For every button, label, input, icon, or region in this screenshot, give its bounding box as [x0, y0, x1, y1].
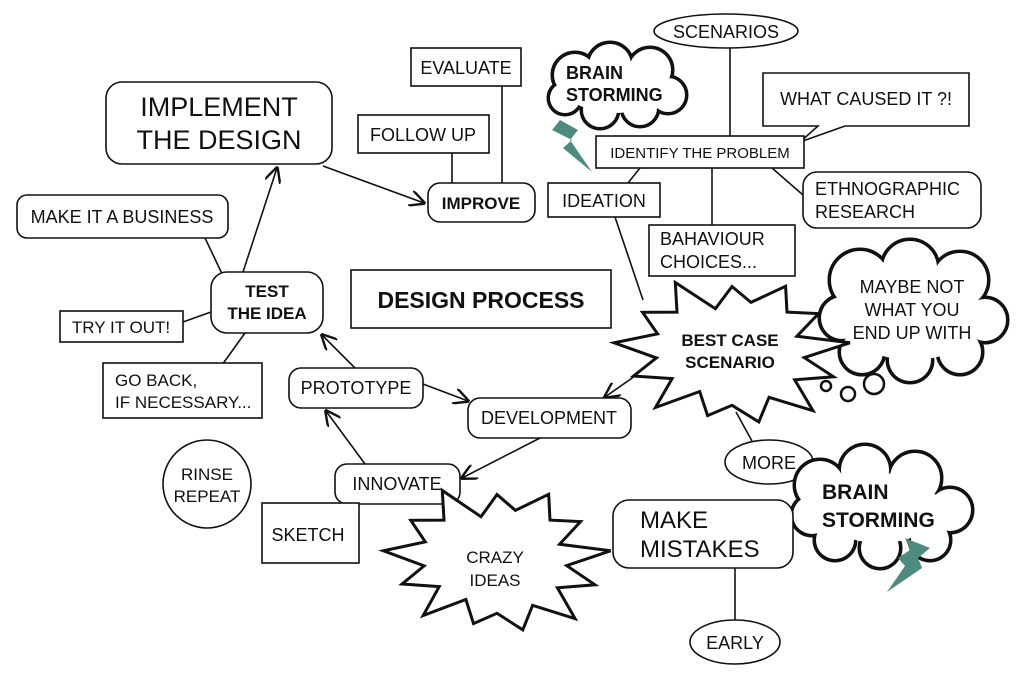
node-identify-problem: IDENTIFY THE PROBLEM: [595, 135, 805, 169]
svg-text:MAKE: MAKE: [640, 507, 708, 534]
svg-text:PROTOTYPE: PROTOTYPE: [301, 378, 412, 398]
node-development: DEVELOPMENT: [467, 397, 632, 439]
svg-text:SCENARIOS: SCENARIOS: [673, 22, 779, 42]
node-sketch: SKETCH: [261, 502, 360, 564]
svg-text:GO BACK,: GO BACK,: [115, 371, 197, 390]
node-ethnographic: ETHNOGRAPHIC RESEARCH: [802, 171, 982, 229]
node-behaviour: BAHAVIOUR CHOICES...: [648, 224, 796, 277]
node-innovate: INNOVATE: [334, 463, 461, 505]
brainstorm-cloud-bottom: BRAIN STORMING: [789, 442, 975, 592]
node-best-case: BEST CASE SCENARIO: [608, 279, 851, 425]
svg-text:MORE: MORE: [742, 453, 796, 473]
brainstorm-cloud-top: BRAIN STORMING: [546, 40, 689, 172]
node-rinse-repeat: RINSE REPEAT: [162, 439, 252, 529]
svg-text:EARLY: EARLY: [706, 633, 764, 653]
svg-text:MAYBE NOT: MAYBE NOT: [860, 277, 965, 297]
svg-text:IDENTIFY THE PROBLEM: IDENTIFY THE PROBLEM: [610, 145, 789, 162]
node-scenarios: SCENARIOS: [653, 13, 799, 49]
svg-text:IMPLEMENT: IMPLEMENT: [140, 92, 298, 122]
node-go-back: GO BACK, IF NECESSARY...: [102, 362, 263, 419]
svg-text:WHAT CAUSED IT ?!: WHAT CAUSED IT ?!: [780, 89, 952, 109]
svg-text:SCENARIO: SCENARIO: [685, 353, 775, 372]
node-try-it-out: TRY IT OUT!: [59, 310, 184, 343]
svg-text:WHAT YOU: WHAT YOU: [864, 300, 959, 320]
svg-text:DEVELOPMENT: DEVELOPMENT: [481, 408, 617, 428]
svg-text:THE IDEA: THE IDEA: [227, 304, 306, 323]
svg-text:STORMING: STORMING: [822, 509, 935, 532]
svg-text:END UP WITH: END UP WITH: [853, 323, 972, 343]
svg-text:STORMING: STORMING: [566, 85, 663, 105]
svg-text:BRAIN: BRAIN: [566, 63, 623, 83]
svg-text:BEST CASE: BEST CASE: [681, 331, 778, 350]
svg-text:BRAIN: BRAIN: [822, 481, 889, 504]
svg-text:FOLLOW UP: FOLLOW UP: [370, 125, 476, 145]
svg-text:TRY IT OUT!: TRY IT OUT!: [72, 318, 170, 337]
svg-text:EVALUATE: EVALUATE: [420, 58, 511, 78]
svg-text:BAHAVIOUR: BAHAVIOUR: [660, 229, 765, 249]
connectors: [182, 48, 804, 620]
svg-text:REPEAT: REPEAT: [174, 487, 241, 506]
svg-text:ETHNOGRAPHIC: ETHNOGRAPHIC: [815, 179, 960, 199]
svg-text:IDEAS: IDEAS: [469, 571, 520, 590]
svg-text:CRAZY: CRAZY: [466, 548, 524, 567]
node-crazy-ideas: CRAZY IDEAS: [378, 487, 612, 633]
svg-text:TEST: TEST: [245, 282, 289, 301]
node-prototype: PROTOTYPE: [288, 367, 424, 409]
svg-text:THE DESIGN: THE DESIGN: [136, 125, 301, 155]
svg-text:IF NECESSARY...: IF NECESSARY...: [115, 393, 251, 412]
svg-text:MAKE IT A BUSINESS: MAKE IT A BUSINESS: [31, 207, 214, 227]
svg-text:IDEATION: IDEATION: [562, 191, 646, 211]
lightning-icon: [552, 120, 592, 172]
lightning-icon: [887, 538, 930, 592]
node-follow-up: FOLLOW UP: [357, 114, 490, 154]
node-implement: IMPLEMENT THE DESIGN: [105, 81, 333, 165]
node-what-caused: WHAT CAUSED IT ?!: [762, 72, 970, 143]
svg-text:RINSE: RINSE: [181, 465, 233, 484]
svg-text:CHOICES...: CHOICES...: [660, 252, 757, 272]
node-make-it-a-business: MAKE IT A BUSINESS: [16, 194, 229, 239]
svg-text:RESEARCH: RESEARCH: [815, 202, 915, 222]
node-evaluate: EVALUATE: [410, 47, 522, 87]
page-title: DESIGN PROCESS: [377, 287, 584, 313]
svg-text:INNOVATE: INNOVATE: [352, 474, 441, 494]
node-ideation: IDEATION: [547, 182, 661, 218]
node-early: EARLY: [689, 619, 781, 665]
node-improve: IMPROVE: [427, 182, 536, 223]
thought-cloud: MAYBE NOT WHAT YOU END UP WITH: [817, 237, 1010, 403]
svg-text:IMPROVE: IMPROVE: [442, 194, 520, 213]
svg-text:SKETCH: SKETCH: [271, 525, 344, 545]
node-test-idea: TEST THE IDEA: [210, 271, 324, 334]
svg-text:MISTAKES: MISTAKES: [640, 536, 760, 563]
title-box: DESIGN PROCESS: [350, 269, 612, 329]
node-more: MORE: [724, 439, 814, 485]
